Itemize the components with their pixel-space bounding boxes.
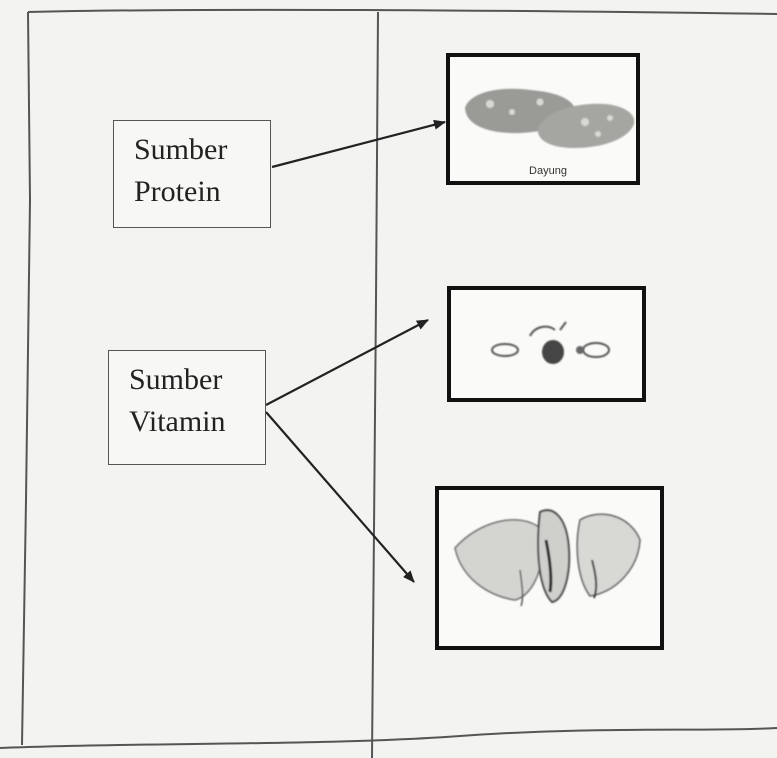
table-frame [0,8,777,758]
label-protein-line1: Sumber [134,133,228,166]
arrow-protein-to-tempe [271,119,446,169]
label-box-vitamin: Sumber Vitamin [108,350,266,465]
label-vitamin-line1: Sumber [129,363,223,396]
label-vitamin-line2: Vitamin [129,405,226,438]
label-protein-line2: Protein [134,175,221,208]
tempe-caption: Dayung [529,165,567,177]
image-vegetable [447,286,646,402]
connection-arrows [265,119,446,583]
label-box-protein: Sumber Protein [113,120,271,228]
arrow-vitamin-to-vegetable [265,319,429,406]
arrow-vitamin-to-greens [265,411,415,583]
image-tempe: Dayung [446,53,640,185]
image-greens [435,486,664,650]
